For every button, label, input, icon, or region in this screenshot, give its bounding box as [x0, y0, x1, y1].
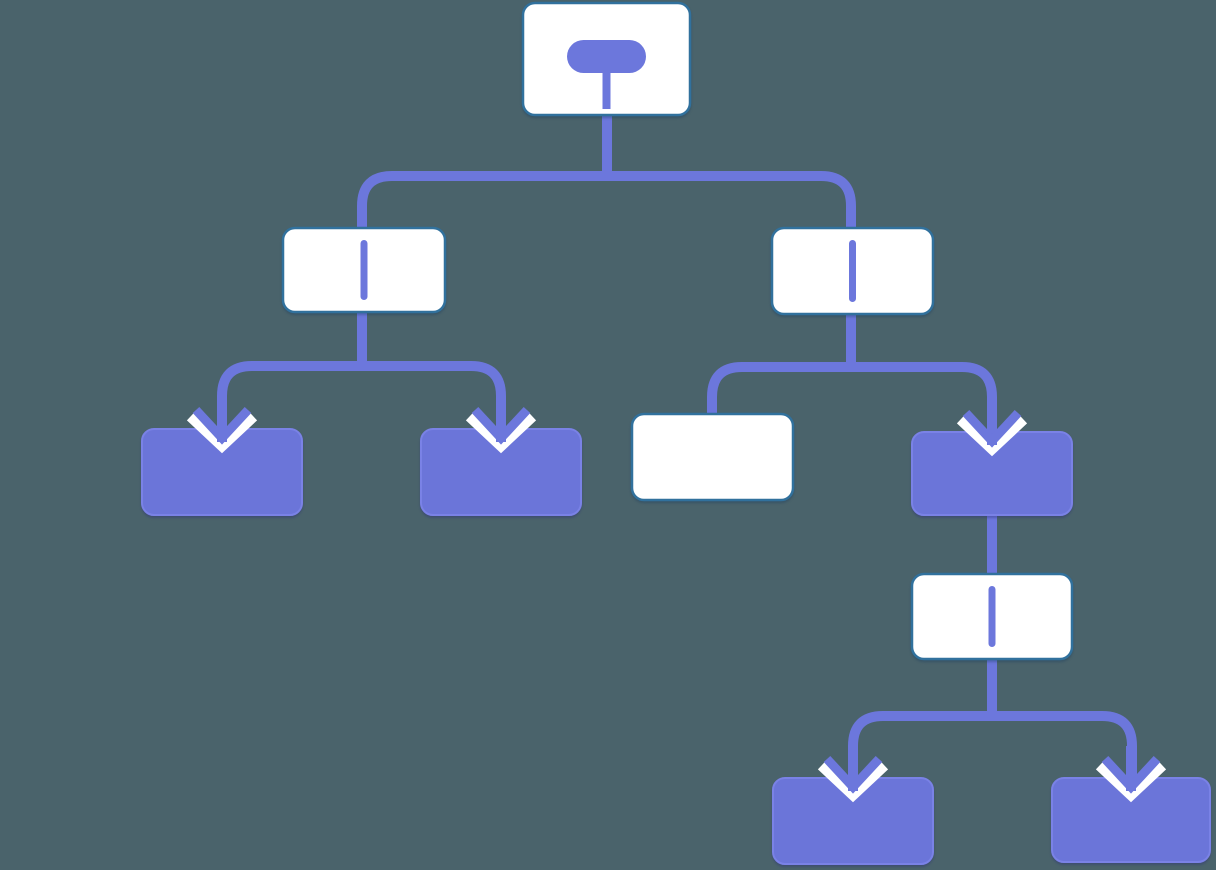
- connector-bottom-to-leaf-3: [848, 711, 992, 791]
- connector-right-to-purple-mid: [851, 362, 997, 445]
- connector-layer: [217, 108, 1137, 791]
- arrow-head: [471, 406, 531, 445]
- vertical-bar-glyph: [360, 240, 368, 300]
- arrow-badge-chevron: [817, 760, 889, 803]
- arrow-down-icon: [186, 397, 258, 454]
- connector-bottom-to-leaf-4: [992, 711, 1137, 791]
- connector-root-to-right: [607, 171, 856, 232]
- node-white-leaf[interactable]: [630, 412, 795, 502]
- arrow-down-icon: [1095, 746, 1167, 803]
- arrow-head: [1101, 755, 1161, 794]
- arrow-down-icon: [465, 397, 537, 454]
- arrow-head: [823, 755, 883, 794]
- root-pill-shape: [567, 40, 646, 73]
- root-pill-glyph: [567, 40, 646, 109]
- vertical-bar-glyph: [849, 240, 856, 302]
- arrow-badge-chevron: [465, 411, 537, 454]
- node-layer: [141, 1, 1211, 865]
- connector-right-to-white-leaf: [707, 362, 851, 416]
- arrow-down-icon: [817, 746, 889, 803]
- connector-left-to-leaf-2: [362, 361, 506, 442]
- root-pill-stem: [602, 70, 611, 109]
- arrow-badge-chevron: [186, 411, 258, 454]
- connector-left-to-leaf-1: [217, 361, 362, 442]
- vertical-bar-glyph: [988, 586, 996, 647]
- connector-root-to-left: [357, 171, 607, 232]
- arrow-layer: [186, 397, 1167, 803]
- arrow-down-icon: [956, 400, 1028, 457]
- glyph-layer: [360, 40, 996, 647]
- arrow-head: [962, 409, 1022, 448]
- arrow-head: [192, 406, 252, 445]
- arrow-badge-chevron: [1095, 760, 1167, 803]
- arrow-badge-chevron: [956, 414, 1028, 457]
